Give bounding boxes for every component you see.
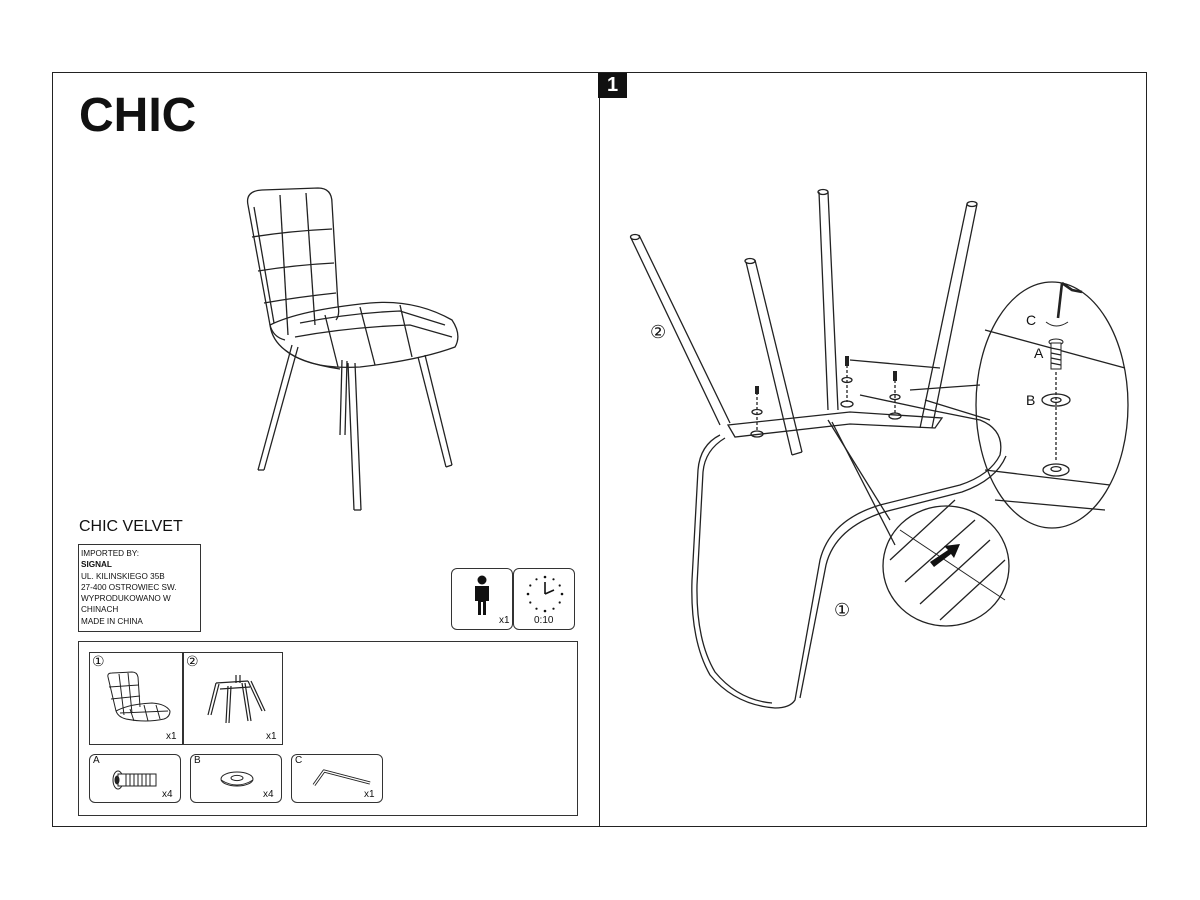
part-washer: B x4 [190, 754, 282, 803]
part-seat-qty: x1 [166, 731, 177, 742]
product-title: CHIC [79, 89, 197, 142]
part-key-qty: x1 [364, 789, 375, 800]
part-bolt-letter: A [93, 755, 100, 766]
washer-icon [220, 771, 254, 787]
legs-part-icon [207, 675, 266, 724]
part-key-letter: C [295, 755, 303, 766]
detail-label-c: C [1026, 312, 1037, 328]
assembly-step-illustration [629, 188, 1129, 709]
importer-made-in-pl: WYPRODUKOWANO W CHINACH [81, 594, 171, 615]
label-seat-part: ① [834, 600, 851, 620]
importer-address-street: UL. KILINSKIEGO 35B [81, 571, 165, 581]
importer-line-1: IMPORTED BY: [81, 549, 140, 558]
clock-icon [526, 575, 564, 613]
parts-list: ① x1 ② x1 [78, 641, 578, 816]
part-legs-qty: x1 [266, 731, 277, 742]
model-name: CHIC VELVET [79, 518, 183, 535]
people-required-box: x1 [451, 568, 513, 630]
people-count: x1 [499, 615, 510, 626]
person-icon [475, 575, 489, 615]
part-bolt-qty: x4 [162, 789, 173, 800]
importer-address-city: 27-400 OSTROWIEC SW. [81, 582, 177, 592]
importer-company: SIGNAL [81, 560, 112, 570]
label-legs-part: ② [650, 322, 667, 342]
part-washer-letter: B [194, 755, 201, 766]
part-bolt: A x4 [89, 754, 181, 803]
chair-illustration [246, 187, 459, 511]
step-number-badge: 1 [598, 73, 627, 98]
assembly-time-box: 0:10 [513, 568, 575, 630]
allen-key-icon [312, 769, 371, 786]
assembly-time: 0:10 [534, 615, 554, 626]
part-washer-qty: x4 [263, 789, 274, 800]
bolt-icon [112, 770, 157, 790]
part-allen-key: C x1 [291, 754, 383, 803]
seat-part-icon [107, 671, 171, 722]
part-legs: ② x1 [183, 652, 283, 745]
importer-info-box: IMPORTED BY: SIGNAL UL. KILINSKIEGO 35B … [78, 544, 201, 632]
detail-label-a: A [1034, 345, 1044, 361]
page-divider [599, 72, 600, 827]
detail-label-b: B [1026, 392, 1036, 408]
importer-made-in-en: MADE IN CHINA [81, 616, 143, 626]
part-seat-marker: ① [92, 653, 105, 669]
part-legs-marker: ② [186, 653, 199, 669]
part-seat: ① x1 [89, 652, 183, 745]
